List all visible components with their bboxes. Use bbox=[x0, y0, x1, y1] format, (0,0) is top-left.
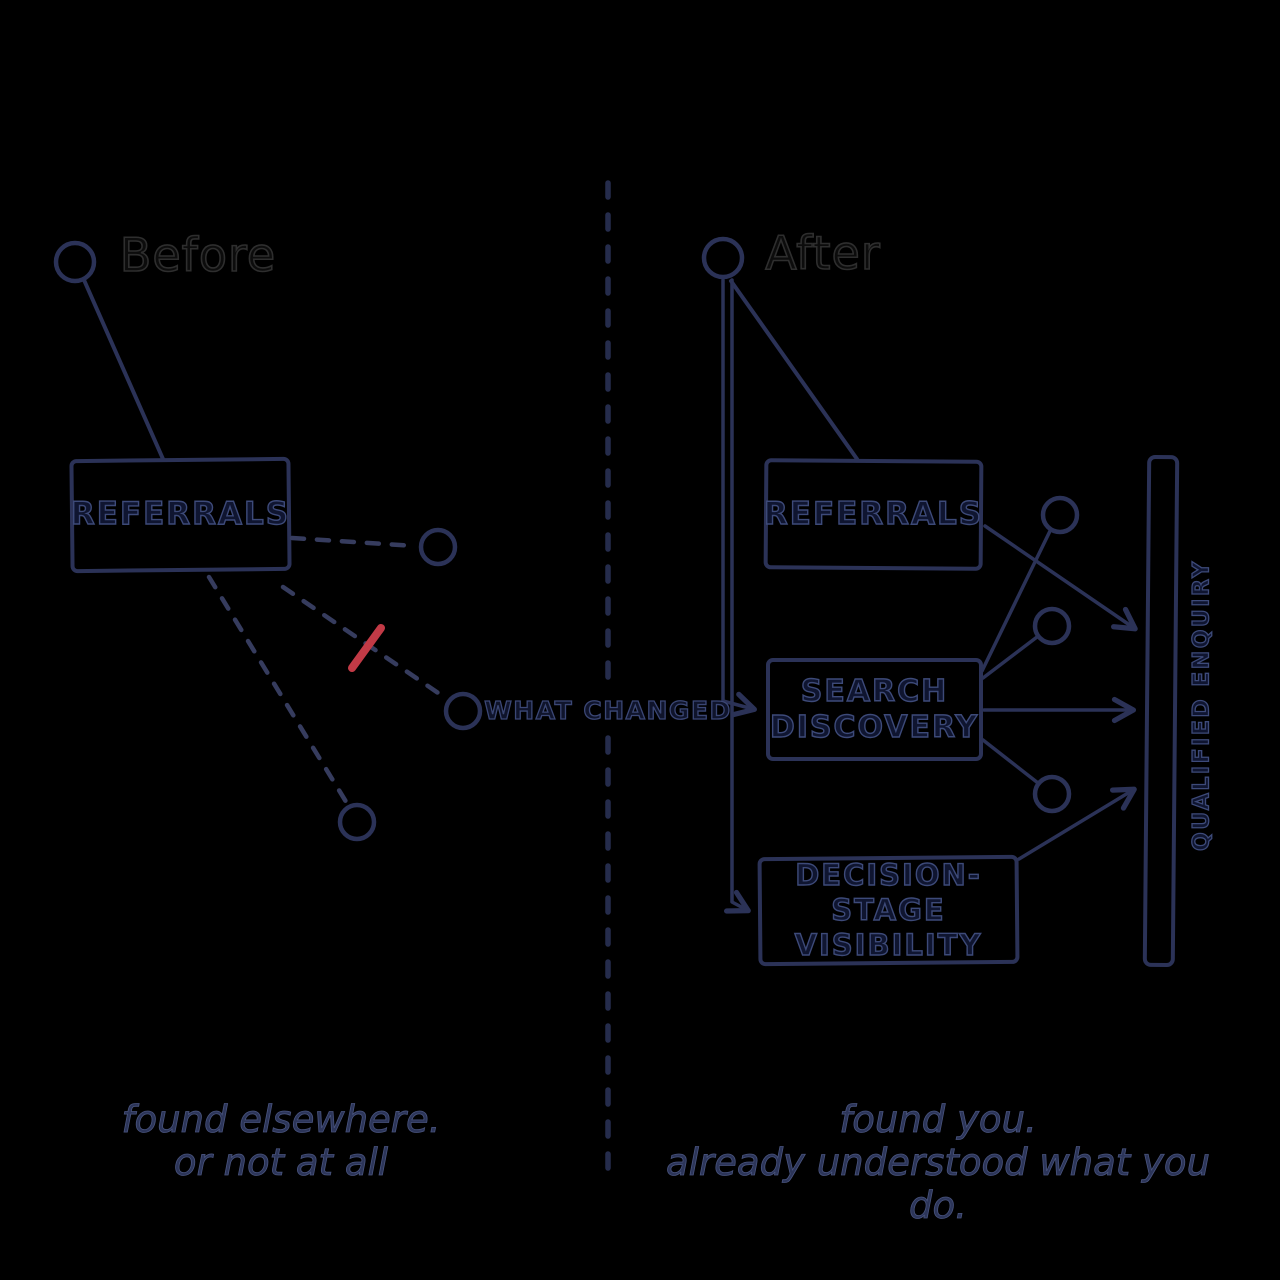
prospect-circle-icon bbox=[1032, 774, 1072, 814]
caption-line: found elsewhere. bbox=[121, 1098, 441, 1142]
prospect-circle-icon bbox=[1040, 495, 1080, 535]
qualified-enquiry-bar bbox=[1142, 454, 1180, 968]
missed-path-line bbox=[280, 584, 450, 702]
blocked-path-slash-icon bbox=[348, 624, 385, 672]
person-to-search-arrow bbox=[721, 278, 757, 718]
person-circle-icon bbox=[701, 236, 745, 280]
decision-visibility-box bbox=[757, 854, 1020, 967]
node-stub-line bbox=[981, 738, 1040, 785]
person-to-referrals-line bbox=[729, 279, 859, 461]
referrals-box-before bbox=[69, 456, 292, 574]
caption-line: or not at all bbox=[173, 1141, 389, 1185]
prospect-circle-icon bbox=[1032, 606, 1072, 646]
prospect-circle-icon bbox=[418, 527, 458, 567]
person-to-decision-arrow bbox=[723, 278, 751, 914]
node-stub-line bbox=[980, 529, 1052, 673]
person-circle-icon bbox=[53, 240, 97, 284]
referrals-box-after bbox=[763, 458, 984, 571]
search-discovery-box bbox=[766, 658, 983, 761]
before-caption: found elsewhere. or not at all bbox=[80, 1098, 482, 1185]
after-caption: found you. already understood what you d… bbox=[638, 1098, 1238, 1228]
decision-to-bar-arrow bbox=[1017, 786, 1137, 861]
node-stub-line bbox=[981, 635, 1039, 680]
missed-path-line bbox=[289, 535, 418, 549]
caption-line: found you. bbox=[839, 1098, 1037, 1142]
prospect-circle-icon bbox=[443, 691, 483, 731]
missed-path-line bbox=[206, 574, 351, 808]
prospect-circle-icon bbox=[337, 802, 377, 842]
caption-line: already understood what you do. bbox=[665, 1141, 1211, 1228]
person-to-referrals-line bbox=[82, 278, 165, 461]
referrals-to-bar-arrow bbox=[983, 524, 1138, 632]
